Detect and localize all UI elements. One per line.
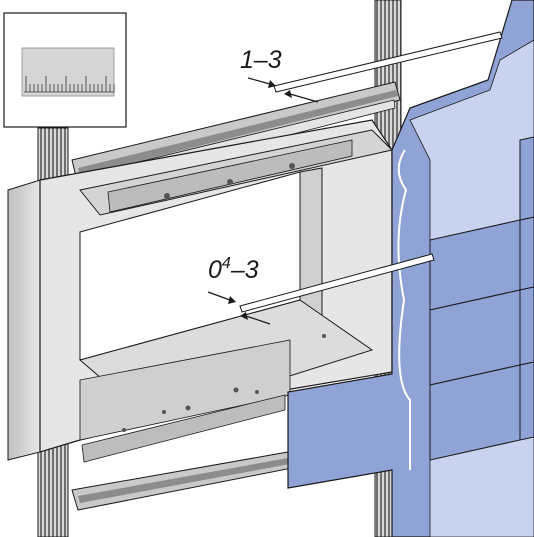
inset-box bbox=[3, 12, 127, 128]
dimension-line-top: 1–3 bbox=[240, 31, 503, 103]
box-housing bbox=[7, 119, 393, 463]
dimension-label-middle-superscript: 4 bbox=[222, 255, 231, 272]
dimension-label-middle-suffix: –3 bbox=[230, 256, 259, 284]
dimension-line-middle: 04–3 bbox=[207, 253, 435, 325]
dimension-label-middle-base: 0 bbox=[208, 256, 222, 284]
dimension-label-top: 1–3 bbox=[240, 46, 282, 74]
ruler-icon bbox=[21, 47, 115, 97]
dimension-label-middle: 04–3 bbox=[208, 255, 259, 284]
tile-grid bbox=[429, 136, 534, 461]
wall-panel bbox=[287, 0, 534, 537]
lower-horizontal-rail bbox=[71, 451, 293, 511]
